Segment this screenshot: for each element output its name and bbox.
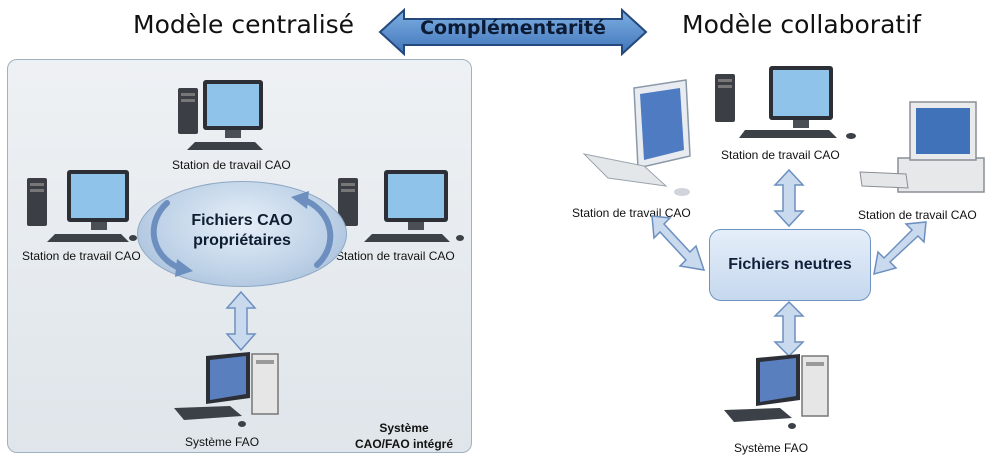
proprietary-files-line2: propriétaires	[193, 232, 291, 249]
integrated-system-line1: Système	[379, 421, 429, 435]
top-neutral-link-arrow	[773, 168, 805, 228]
workstation-right-right-model	[859, 101, 985, 193]
workstation-top-right-model	[715, 66, 856, 139]
right-neutral-link-arrow	[873, 221, 927, 276]
complementarity-label: Complémentarité	[420, 17, 606, 39]
fao-label-left: Système FAO	[185, 435, 260, 449]
workstation-right	[338, 170, 464, 242]
workstation-left	[27, 170, 137, 242]
station-label-right-right-model: Station de travail CAO	[858, 208, 977, 222]
integrated-system-line2: CAO/FAO intégré	[354, 437, 453, 451]
proprietary-files-line1: Fichiers CAO	[191, 212, 293, 229]
fao-system-left	[174, 352, 279, 427]
fao-label-right: Système FAO	[734, 441, 809, 455]
station-label-top-right-model: Station de travail CAO	[721, 148, 840, 162]
neutral-files: Fichiers neutres	[709, 229, 871, 301]
station-label-right: Station de travail CAO	[336, 249, 455, 263]
complementarity-arrow	[378, 7, 648, 57]
integrated-system-caption: Système CAO/FAO intégré	[340, 420, 468, 452]
collaborative-model-title: Modèle collaboratif	[682, 10, 921, 39]
centralized-model-title: Modèle centralisé	[133, 10, 355, 39]
station-label-top: Station de travail CAO	[172, 158, 291, 172]
left-neutral-link-arrow	[651, 215, 706, 271]
centralized-fao-link-arrow	[225, 290, 257, 352]
circular-exchange-arrows	[150, 191, 334, 277]
bottom-neutral-link-arrow	[773, 300, 805, 358]
workstation-left-right-model	[582, 79, 691, 196]
fao-system-right	[724, 354, 829, 429]
workstation-top-left-model	[178, 80, 263, 150]
proprietary-cad-files: Fichiers CAO propriétaires	[137, 181, 347, 287]
station-label-left: Station de travail CAO	[22, 249, 141, 263]
